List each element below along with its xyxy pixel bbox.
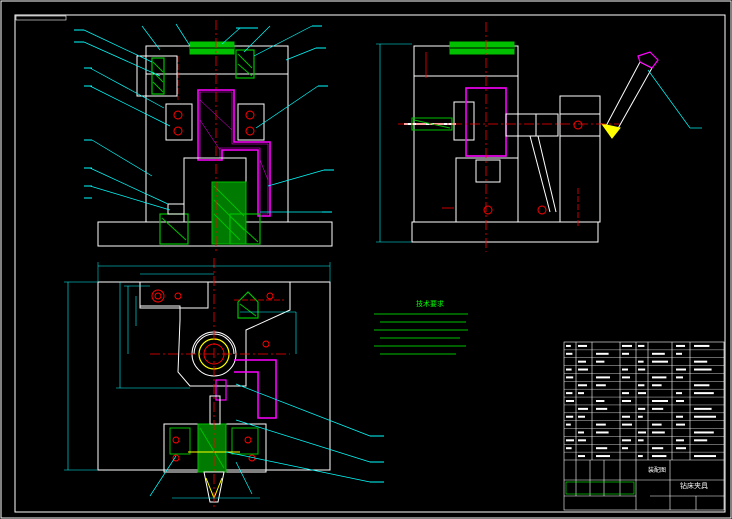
bom-entry-mark <box>676 400 684 402</box>
bom-entry-mark <box>578 368 588 371</box>
top-view <box>64 258 384 508</box>
bom-entry-mark <box>652 376 667 379</box>
bom-entry-mark <box>694 360 708 363</box>
bom-entry-mark <box>694 455 716 458</box>
bom-entry-mark <box>638 455 643 458</box>
bom-entry-mark <box>578 439 586 442</box>
bom-entry-mark <box>676 368 686 371</box>
bom-entry-mark <box>578 392 584 395</box>
bom-entry-mark <box>652 384 662 387</box>
bom-entry-mark <box>652 423 662 426</box>
bom-entry-mark <box>566 423 571 426</box>
bom-entry-mark <box>638 384 645 387</box>
side-view <box>376 22 702 252</box>
bom-entry-mark <box>676 423 685 426</box>
bom-entry-mark <box>652 400 668 402</box>
bom-entry-mark <box>622 439 631 442</box>
bom-entry-mark <box>622 415 630 418</box>
bom-entry-mark <box>566 400 574 402</box>
bom-entry-mark <box>566 392 573 395</box>
bom-entry-mark <box>566 376 574 379</box>
technical-requirements: 技术要求 <box>374 299 468 355</box>
bom-entry-mark <box>596 384 606 387</box>
bom-entry-mark <box>676 352 682 355</box>
bom-entry-mark <box>596 423 606 426</box>
bom-entries <box>566 344 716 458</box>
bom-entry-mark <box>596 360 605 363</box>
bom-entry-mark <box>638 431 646 434</box>
bom-entry-mark <box>566 439 574 442</box>
technical-requirements-title: 技术要求 <box>416 299 444 308</box>
bom-entry-mark <box>622 447 628 450</box>
bom-entry-mark <box>596 447 608 450</box>
bom-entry-mark <box>622 392 629 395</box>
title-block <box>563 341 725 511</box>
bom-entry-mark <box>694 431 714 434</box>
bom-entry-mark <box>676 392 682 395</box>
bom-entry-mark <box>652 431 665 434</box>
bom-entry-mark <box>676 344 685 347</box>
bom-entry-mark <box>596 407 608 410</box>
bom-entry-mark <box>676 439 684 442</box>
bom-entry-mark <box>578 407 588 410</box>
inner-border <box>14 14 726 513</box>
bom-entry-mark <box>638 360 644 363</box>
bom-entry-mark <box>596 376 610 379</box>
bom-entry-mark <box>638 368 646 371</box>
bom-entry-mark <box>652 447 664 450</box>
bom-entry-mark <box>638 439 644 442</box>
bom-entry-mark <box>596 455 610 458</box>
bom-entry-mark <box>622 368 628 371</box>
bom-entry-mark <box>622 344 632 347</box>
bom-entry-mark <box>578 415 585 418</box>
bom-entry-mark <box>694 439 708 442</box>
title-block-green-cells <box>565 481 635 495</box>
bom-entry-mark <box>676 415 683 418</box>
bom-entry-mark <box>676 447 686 450</box>
bom-entry-mark <box>652 455 667 458</box>
bom-entry-mark <box>596 431 609 434</box>
bom-entry-mark <box>566 368 572 371</box>
bom-entry-mark <box>694 368 712 371</box>
bom-entry-mark <box>676 376 683 379</box>
bom-entry-mark <box>578 344 587 347</box>
bom-entry-mark <box>694 344 710 347</box>
bom-entry-mark <box>578 431 584 434</box>
bom-entry-mark <box>622 376 630 379</box>
bom-entry-mark <box>622 423 632 426</box>
bom-entry-mark <box>638 407 646 410</box>
bom-entry-mark <box>622 352 629 355</box>
bom-entry-mark <box>638 344 645 347</box>
bom-entry-mark <box>694 392 714 395</box>
bom-entry-mark <box>566 415 574 418</box>
title-block-stamp: 装配图 <box>648 466 666 474</box>
bom-entry-mark <box>596 352 609 355</box>
bom-entry-mark <box>566 344 571 347</box>
bom-entry-mark <box>578 360 586 363</box>
title-block-name: 钻床夹具 <box>680 481 708 490</box>
bom-entry-mark <box>596 400 605 402</box>
bom-entry-mark <box>694 384 710 387</box>
bom-entry-mark <box>694 415 716 418</box>
bom-entry-mark <box>566 447 572 450</box>
bom-rows <box>564 349 724 453</box>
corner-box <box>15 15 67 21</box>
bom-entry-mark <box>578 455 585 458</box>
bom-entry-mark <box>652 407 664 410</box>
bom-entry-mark <box>638 392 646 395</box>
bom-entry-mark <box>638 415 643 418</box>
bom-entry-mark <box>652 360 668 363</box>
bom-entry-mark <box>652 352 665 355</box>
bom-entry-mark <box>694 407 712 410</box>
bom-entry-mark <box>578 384 587 387</box>
bom-entry-mark <box>622 400 631 402</box>
front-view <box>74 20 334 252</box>
bom-entry-mark <box>566 352 573 355</box>
